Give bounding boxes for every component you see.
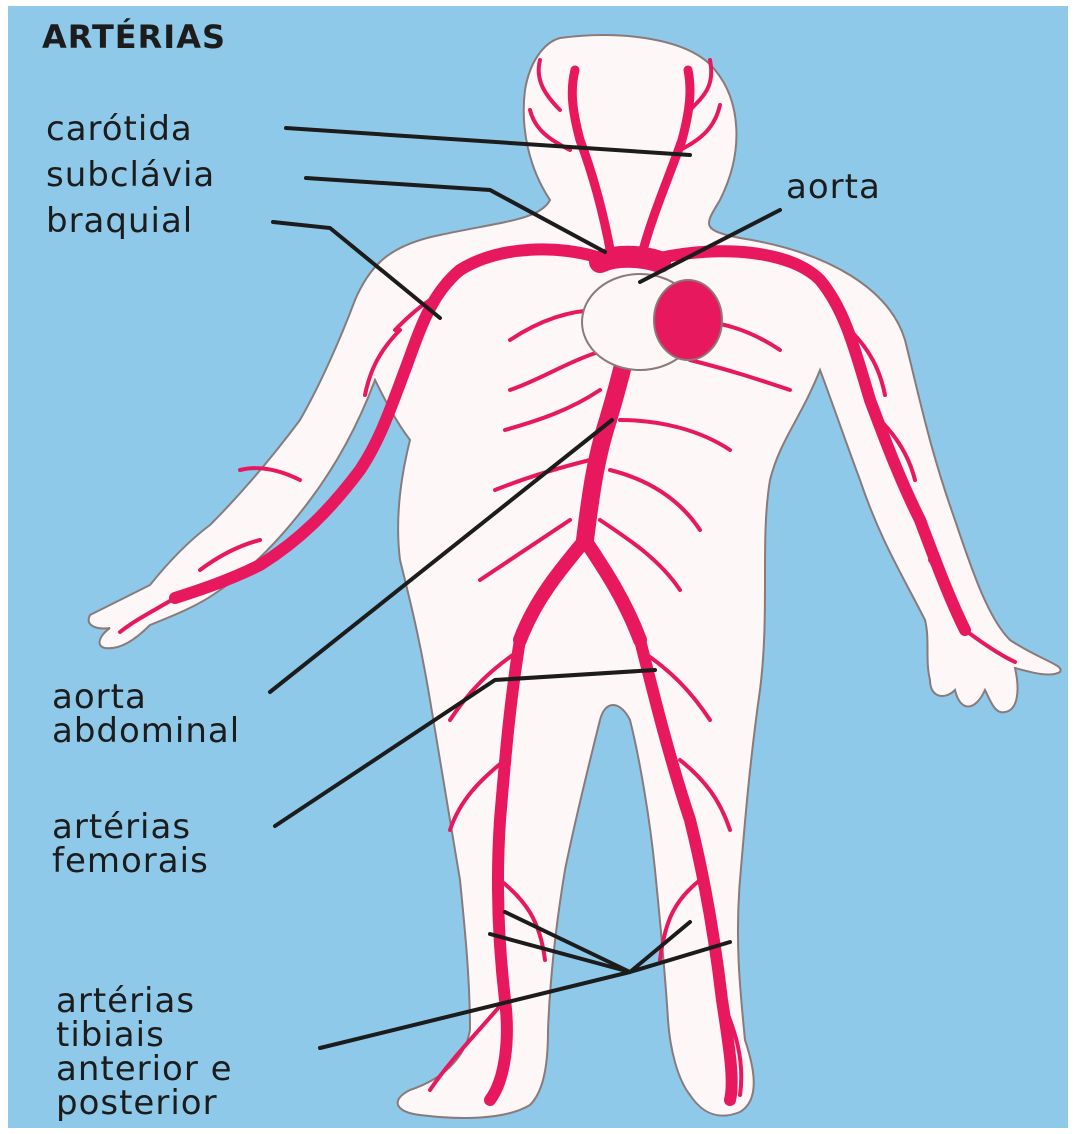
- label-femorais-line2: femorais: [52, 842, 209, 880]
- label-aorta: aorta: [786, 168, 881, 206]
- aortic-arch: [600, 257, 660, 262]
- label-braquial: braquial: [46, 202, 193, 240]
- label-tibiais-line4: posterior: [56, 1084, 218, 1122]
- label-subclavia: subclávia: [46, 156, 215, 194]
- diagram-title: ARTÉRIAS: [42, 18, 226, 56]
- label-aorta-abdominal-line2: abdominal: [52, 712, 240, 750]
- label-carotida: carótida: [46, 110, 193, 148]
- heart: [582, 274, 722, 370]
